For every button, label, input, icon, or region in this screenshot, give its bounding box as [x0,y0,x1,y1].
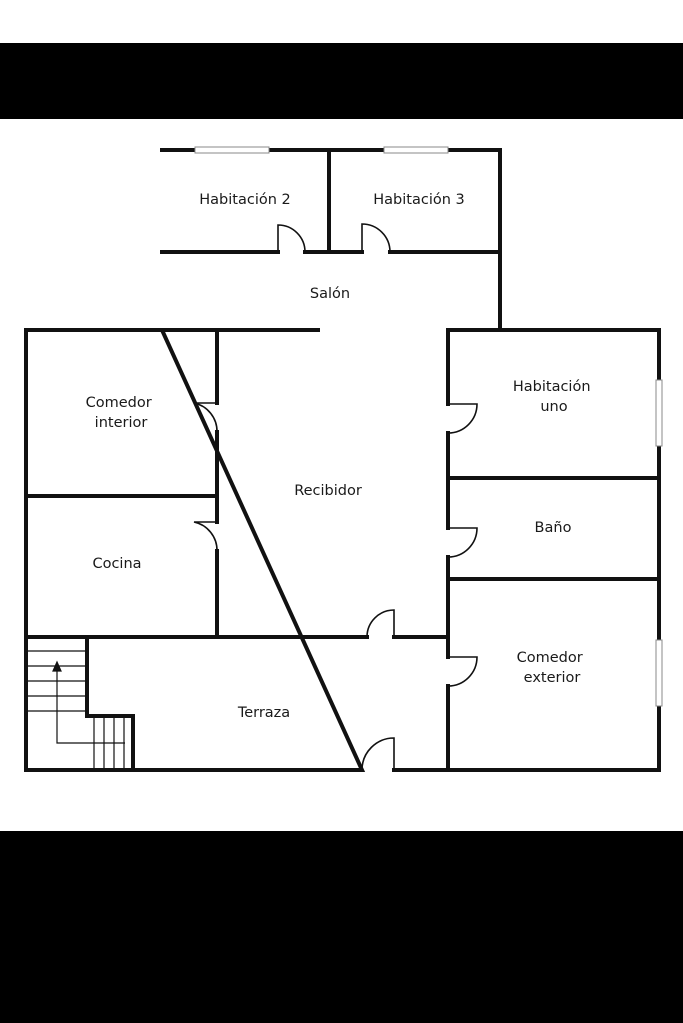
door-bano [447,527,478,558]
label-comedor-interior-line1: Comedor [86,395,152,411]
door-entrance [361,737,395,771]
window-habitacion-3 [383,146,449,154]
door-comedor-exterior [447,656,478,687]
window-comedor-exterior [655,639,663,707]
label-salon: Salón [310,286,350,302]
label-habitacion-uno: Habitación uno [513,379,595,415]
door-comedor-interior [193,402,218,433]
label-comedor-interior-line2: interior [95,415,148,431]
label-comedor-exterior-line2: exterior [524,670,581,686]
windows [194,146,663,707]
letterbox-top [0,43,683,119]
door-habitacion-3 [361,223,391,253]
wall-stair-enclosure [85,635,135,772]
staircase [28,650,125,768]
door-habitacion-uno [447,403,478,434]
label-bano: Baño [535,520,572,536]
label-habitacion-3: Habitación 3 [373,192,465,208]
label-comedor-interior: Comedor interior [86,395,157,431]
label-cocina: Cocina [92,556,141,572]
window-habitacion-2 [194,146,270,154]
label-habitacion-uno-line1: Habitación [513,379,591,395]
label-recibidor: Recibidor [294,483,362,499]
stair-direction-line [56,670,125,744]
window-habitacion-uno [655,379,663,447]
stair-arrow-icon [52,660,62,672]
room-labels: Habitación 2 Habitación 3 Salón Comedor … [86,192,595,721]
label-habitacion-2: Habitación 2 [199,192,291,208]
label-habitacion-uno-line2: uno [540,399,567,415]
door-habitacion-2 [277,224,306,253]
label-comedor-exterior-line1: Comedor [517,650,583,666]
label-comedor-exterior: Comedor exterior [517,650,588,686]
doors [193,223,478,771]
door-cocina [193,521,218,552]
door-recibidor-terraza [366,609,395,638]
label-terraza: Terraza [237,705,290,721]
letterbox-bottom [0,831,683,1023]
